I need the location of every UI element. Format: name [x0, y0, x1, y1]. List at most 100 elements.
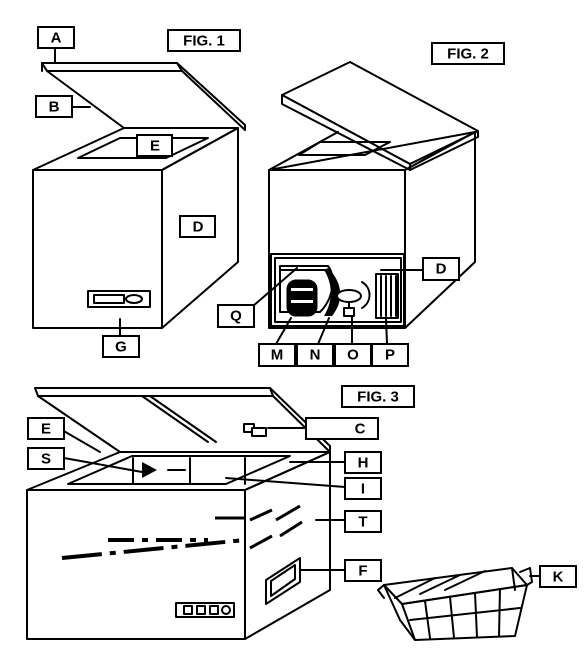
- fig1-lid-right-edge: [176, 62, 246, 126]
- basket-wire-2: [449, 596, 455, 639]
- label-c-box: [305, 417, 379, 440]
- label-p: P: [385, 347, 395, 364]
- fig3-panel-button-3: [209, 605, 219, 615]
- basket-wire-side-3: [444, 570, 486, 591]
- leader-s: [63, 457, 143, 473]
- label-t: T: [358, 514, 367, 531]
- fig3-load-line-side-4: [279, 520, 303, 538]
- label-d1-box: [179, 215, 216, 238]
- fig3-arrow-icon: [142, 462, 157, 478]
- label-q-box: [217, 304, 255, 328]
- fig3-load-line-side-3: [249, 534, 273, 550]
- fig3-title-box: [341, 385, 415, 408]
- label-a-box: [37, 26, 75, 49]
- fig2-compressor-band-1: [291, 288, 313, 291]
- label-f: F: [358, 563, 367, 580]
- fig2-fan-base: [343, 307, 355, 317]
- label-i: I: [361, 481, 365, 498]
- label-d2-box: [422, 257, 460, 281]
- label-d1: D: [193, 219, 204, 236]
- label-e2-box: [27, 417, 65, 440]
- basket-handle-left: [377, 584, 385, 599]
- fig1-labels: A B E D G: [35, 26, 216, 358]
- fig1-lid-right-edge-lower: [181, 70, 246, 131]
- label-k-box: [539, 565, 577, 588]
- leader-q: [252, 267, 298, 307]
- label-e2: E: [41, 421, 51, 438]
- fig2-relay: [324, 268, 341, 316]
- fig3-basket-opening: [67, 455, 291, 485]
- fig3-side-handle-inner: [270, 564, 296, 597]
- label-t-box: [344, 510, 382, 533]
- fig1-title: FIG. 1: [183, 33, 225, 50]
- fig1-cabinet-side: [161, 127, 239, 329]
- label-p-box: [371, 343, 409, 367]
- fig1-cabinet-front: [32, 169, 163, 329]
- label-b: B: [49, 99, 60, 116]
- fig1-lid-underside: [46, 70, 125, 129]
- label-a: A: [51, 30, 62, 47]
- fig1-cabinet-top: [32, 127, 239, 171]
- basket-left-edge: [383, 584, 416, 641]
- basket-wire-side-2: [419, 574, 461, 595]
- fig3-title: FIG. 3: [357, 389, 399, 406]
- fig1-lid-top-edge: [41, 62, 183, 72]
- fig3-lid-crease-1: [141, 395, 209, 443]
- fig3-load-line-front: [61, 538, 246, 560]
- figure-1: FIG. 1: [32, 29, 246, 337]
- fig2-title-box: [431, 42, 505, 65]
- leader-i: [225, 477, 346, 488]
- fig3-cabinet-side: [244, 451, 331, 640]
- fig1-control-panel: [87, 290, 151, 308]
- fig3-lid-underside: [37, 395, 121, 453]
- basket-back-edge: [511, 567, 516, 591]
- label-n: N: [310, 347, 321, 364]
- basket-wire-3: [474, 592, 478, 638]
- fig3-load-line-side-2: [275, 504, 301, 522]
- basket-wire-side-1: [394, 577, 436, 599]
- fig3-labels: E S C H I T F K: [27, 417, 577, 588]
- label-q: Q: [230, 308, 242, 325]
- basket-wire-mid: [409, 607, 521, 621]
- label-h-box: [344, 451, 382, 474]
- label-e1-box: [136, 134, 173, 157]
- label-b-box: [35, 95, 73, 118]
- label-s-box: [27, 447, 65, 470]
- fig1-title-box: [167, 29, 241, 52]
- fig2-basket-outline: [298, 141, 391, 156]
- label-n-box: [296, 343, 334, 367]
- fig3-lock-icon-front: [251, 427, 267, 437]
- fig2-title: FIG. 2: [447, 46, 489, 63]
- label-g: G: [115, 339, 127, 356]
- fig2-cabinet-back-left: [268, 131, 339, 171]
- basket-front: [401, 584, 528, 641]
- fig1-thermostat-knob: [125, 294, 143, 304]
- label-c: C: [355, 421, 366, 438]
- figure-3: FIG. 3: [26, 385, 415, 640]
- fig1-basket-outline: [77, 137, 209, 159]
- label-h: H: [358, 455, 369, 472]
- fig3-side-handle: [265, 557, 301, 605]
- fig2-labels: D Q M N O P: [217, 257, 460, 367]
- basket-wire-4: [498, 588, 501, 637]
- label-i-box: [344, 477, 382, 500]
- fig2-compressor-band-2: [291, 300, 313, 303]
- fig3-panel-button-1: [183, 605, 193, 615]
- label-f-box: [344, 559, 382, 582]
- leader-e2: [61, 429, 101, 453]
- label-o: O: [347, 347, 359, 364]
- label-m-box: [258, 343, 296, 367]
- label-m: M: [271, 347, 284, 364]
- label-g-box: [102, 335, 140, 358]
- leader-n: [317, 317, 330, 345]
- wire-basket: [377, 567, 541, 641]
- fig2-fan: [336, 289, 362, 303]
- figure-2: FIG. 2: [252, 42, 505, 345]
- leader-p: [385, 317, 388, 345]
- leader-m: [275, 317, 292, 345]
- fig3-lid-crease-2: [149, 395, 217, 443]
- fig3-load-line-side-1: [249, 508, 273, 522]
- fig3-lid-right-edge-lower: [272, 395, 331, 453]
